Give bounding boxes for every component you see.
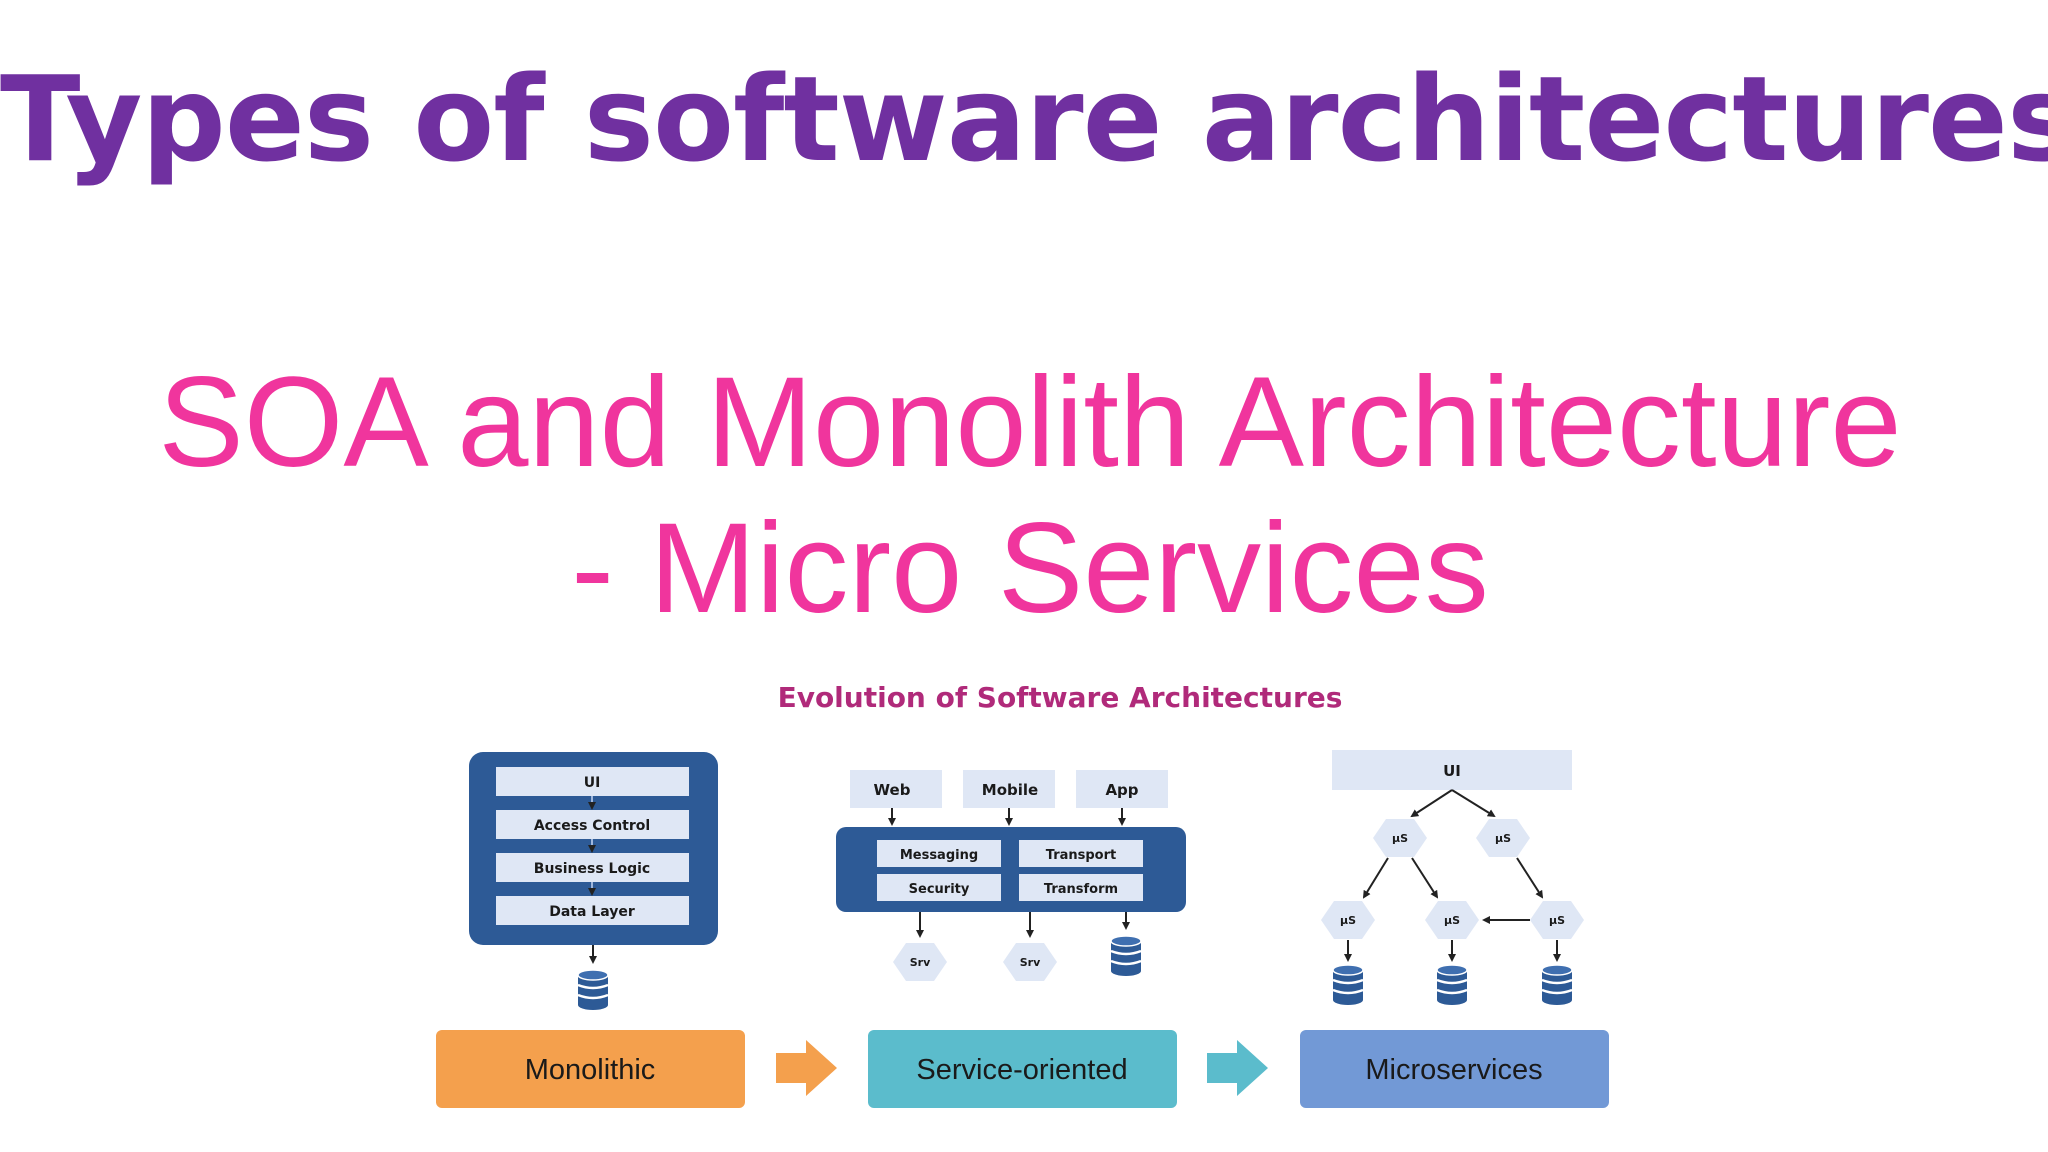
diagram-canvas: Evolution of Software Architectures UI A… xyxy=(436,681,1609,1108)
stage-label: Service-oriented xyxy=(916,1054,1127,1086)
database-icon xyxy=(576,968,610,1012)
monolith-layer-access-control xyxy=(496,810,689,839)
stage-microservices xyxy=(1300,1030,1609,1108)
monolith-layer-label: Access Control xyxy=(534,818,650,834)
micro-ui-label: UI xyxy=(1443,762,1461,780)
soa-service-hexagon xyxy=(893,943,947,981)
stage-monolithic xyxy=(436,1030,745,1108)
micro-service-label: µS xyxy=(1549,914,1565,927)
right-arrow-icon xyxy=(1207,1040,1268,1096)
soa-bus-label: Messaging xyxy=(900,848,978,863)
monolith-layer-ui xyxy=(496,767,689,796)
database-icon xyxy=(1435,963,1469,1007)
soa-bus-messaging xyxy=(877,840,1001,867)
monolith-layer-business-logic xyxy=(496,853,689,882)
soa-client-web xyxy=(850,770,942,808)
soa-client-mobile xyxy=(963,770,1055,808)
soa-bus-transform xyxy=(1019,874,1143,901)
monolith-layer-data xyxy=(496,896,689,925)
soa-client-label: App xyxy=(1105,781,1138,799)
monolith-layer-label: Business Logic xyxy=(534,861,650,877)
monolith-group: UI Access Control Business Logic Data La… xyxy=(469,752,718,1012)
micro-service-hexagon xyxy=(1425,901,1479,939)
micro-service-hexagon xyxy=(1476,819,1530,857)
micro-service-label: µS xyxy=(1444,914,1460,927)
stage-label: Monolithic xyxy=(525,1054,656,1086)
soa-bus-security xyxy=(877,874,1001,901)
soa-client-label: Web xyxy=(874,781,911,799)
stage-label: Microservices xyxy=(1365,1054,1542,1086)
diagram-heading: Evolution of Software Architectures xyxy=(778,681,1343,714)
database-icon xyxy=(1540,963,1574,1007)
database-icon xyxy=(1331,963,1365,1007)
soa-service-label: Srv xyxy=(910,956,931,969)
stage-service-oriented xyxy=(868,1030,1177,1108)
micro-service-hexagon xyxy=(1373,819,1427,857)
monolith-layer-label: UI xyxy=(584,775,601,791)
soa-service-hexagon xyxy=(1003,943,1057,981)
microservices-group: UI µS µS µS µS µS xyxy=(1321,750,1584,1007)
slide-title: Types of software architectures xyxy=(0,50,2048,188)
soa-service-label: Srv xyxy=(1020,956,1041,969)
soa-bus-transport xyxy=(1019,840,1143,867)
micro-service-hexagon xyxy=(1321,901,1375,939)
soa-bus-label: Transform xyxy=(1044,882,1118,897)
soa-group: Web Mobile App Messaging Transport Secur… xyxy=(836,770,1186,981)
monolith-layer-label: Data Layer xyxy=(549,904,635,920)
soa-bus-label: Transport xyxy=(1046,848,1116,863)
soa-client-app xyxy=(1076,770,1168,808)
stages-row: Monolithic Service-oriented Microservice… xyxy=(436,1030,1609,1108)
architecture-evolution-diagram: Evolution of Software Architectures UI A… xyxy=(0,660,2048,1152)
micro-service-label: µS xyxy=(1495,832,1511,845)
right-arrow-icon xyxy=(776,1040,837,1096)
micro-service-label: µS xyxy=(1340,914,1356,927)
database-icon xyxy=(1109,934,1143,978)
micro-ui-box xyxy=(1332,750,1572,790)
micro-service-label: µS xyxy=(1392,832,1408,845)
soa-bus-label: Security xyxy=(909,882,970,897)
micro-service-hexagon xyxy=(1530,901,1584,939)
slide-subtitle: SOA and Monolith Architecture - Micro Se… xyxy=(158,351,1902,640)
soa-client-label: Mobile xyxy=(982,781,1038,799)
